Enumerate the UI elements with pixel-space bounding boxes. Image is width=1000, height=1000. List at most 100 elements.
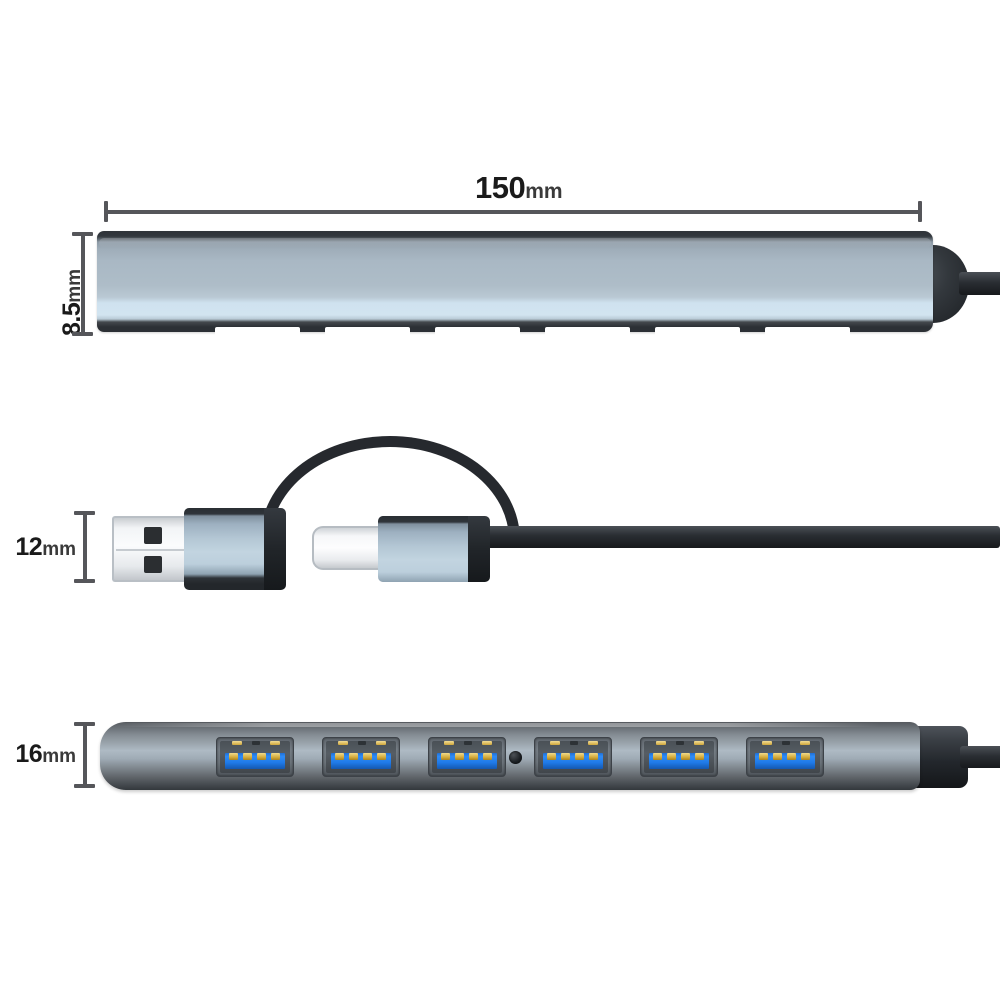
usb-port — [746, 737, 824, 777]
port-cutout — [325, 327, 410, 335]
usb-contact-pad — [653, 753, 662, 760]
usb-port-notch — [782, 741, 790, 745]
dimension-unit-width: mm — [42, 746, 76, 767]
usb-port-notch — [232, 741, 242, 745]
port-cutout — [215, 327, 300, 335]
hub-top-view — [97, 231, 1000, 335]
dimension-label-length: 150 mm — [475, 170, 563, 206]
usb-port — [640, 737, 718, 777]
port-cutout — [435, 327, 520, 335]
main-cable — [472, 526, 1000, 548]
dimension-line-width — [83, 722, 87, 788]
usb-port-notch — [358, 741, 366, 745]
dimension-value-width: 16 — [15, 740, 43, 768]
usb-port — [216, 737, 294, 777]
usb-contact-pad — [377, 753, 386, 760]
hub-bottom-view — [100, 722, 1000, 792]
usb-a-housing — [184, 508, 272, 590]
usb-port-notch — [444, 741, 454, 745]
usb-port-notch — [482, 741, 492, 745]
led-indicator — [509, 751, 522, 764]
usb-port-cavity — [220, 741, 290, 773]
usb-port-notch — [550, 741, 560, 745]
usb-c-housing-end — [468, 516, 490, 582]
usb-contact-pad — [229, 753, 238, 760]
usb-contact-pad — [695, 753, 704, 760]
usb-contact-pad — [667, 753, 676, 760]
connector-view — [100, 430, 1000, 610]
dimension-cap-length-right — [918, 201, 922, 222]
usb-port-cavity — [326, 741, 396, 773]
usb-port-notch — [656, 741, 666, 745]
usb-a-contact-slot — [144, 556, 162, 573]
usb-a-divider — [116, 549, 192, 551]
cable-bottom-view — [960, 746, 1000, 768]
usb-contact-pad — [547, 753, 556, 760]
dimension-unit-connector-height: mm — [42, 539, 76, 560]
usb-port-tongue — [755, 753, 815, 769]
usb-port-cavity — [432, 741, 502, 773]
hub-body-top-view — [97, 231, 933, 332]
dimension-label-connector-height: 12 mm — [8, 533, 76, 562]
usb-port-tongue — [225, 753, 285, 769]
usb-port-tongue — [437, 753, 497, 769]
usb-contact-pad — [561, 753, 570, 760]
usb-port-notch — [252, 741, 260, 745]
body-top-edge-highlight — [114, 723, 880, 727]
dimension-cap-width-top — [74, 722, 95, 726]
dimension-cap-width-bottom — [74, 784, 95, 788]
usb-a-contact-slot — [144, 527, 162, 544]
usb-contact-pad — [455, 753, 464, 760]
usb-port-notch — [570, 741, 578, 745]
usb-port-notch — [464, 741, 472, 745]
dimension-value-length: 150 — [475, 170, 526, 205]
usb-port-notch — [694, 741, 704, 745]
usb-contact-pad — [801, 753, 810, 760]
usb-contact-pad — [271, 753, 280, 760]
usb-port — [428, 737, 506, 777]
usb-port-tongue — [331, 753, 391, 769]
usb-port-notch — [376, 741, 386, 745]
usb-contact-pad — [483, 753, 492, 760]
cable-top-view — [959, 272, 1000, 295]
usb-port — [322, 737, 400, 777]
usb-contact-pad — [759, 753, 768, 760]
usb-port — [534, 737, 612, 777]
usb-contact-pad — [773, 753, 782, 760]
usb-port-tongue — [649, 753, 709, 769]
usb-contact-pad — [243, 753, 252, 760]
port-cutout — [765, 327, 850, 335]
usb-contact-pad — [349, 753, 358, 760]
dimension-cap-height-bottom — [72, 332, 93, 336]
dimension-label-width: 16 mm — [8, 740, 76, 769]
usb-port-notch — [270, 741, 280, 745]
dimension-line-length — [104, 210, 922, 214]
usb-a-metal-tip — [112, 516, 196, 582]
usb-contact-pad — [681, 753, 690, 760]
port-cutout — [545, 327, 630, 335]
usb-port-notch — [338, 741, 348, 745]
usb-contact-pad — [363, 753, 372, 760]
dimension-line-connector-height — [83, 511, 87, 583]
dimension-cap-connector-top — [74, 511, 95, 515]
dimension-value-connector-height: 12 — [15, 533, 43, 561]
usb-c-metal-tip — [312, 526, 388, 570]
usb-port-tongue — [543, 753, 603, 769]
usb-contact-pad — [469, 753, 478, 760]
dimension-cap-connector-bottom — [74, 579, 95, 583]
dimension-cap-height-top — [72, 232, 93, 236]
usb-contact-pad — [575, 753, 584, 760]
usb-port-notch — [800, 741, 810, 745]
usb-c-housing — [378, 516, 476, 582]
usb-contact-pad — [589, 753, 598, 760]
dimension-cap-length-left — [104, 201, 108, 222]
body-gloss-highlight — [99, 238, 931, 248]
usb-port-notch — [676, 741, 684, 745]
dimension-unit-length: mm — [525, 180, 563, 203]
usb-contact-pad — [787, 753, 796, 760]
usb-contact-pad — [335, 753, 344, 760]
dimension-line-height — [81, 232, 85, 336]
usb-port-cavity — [644, 741, 714, 773]
port-cutout — [655, 327, 740, 335]
